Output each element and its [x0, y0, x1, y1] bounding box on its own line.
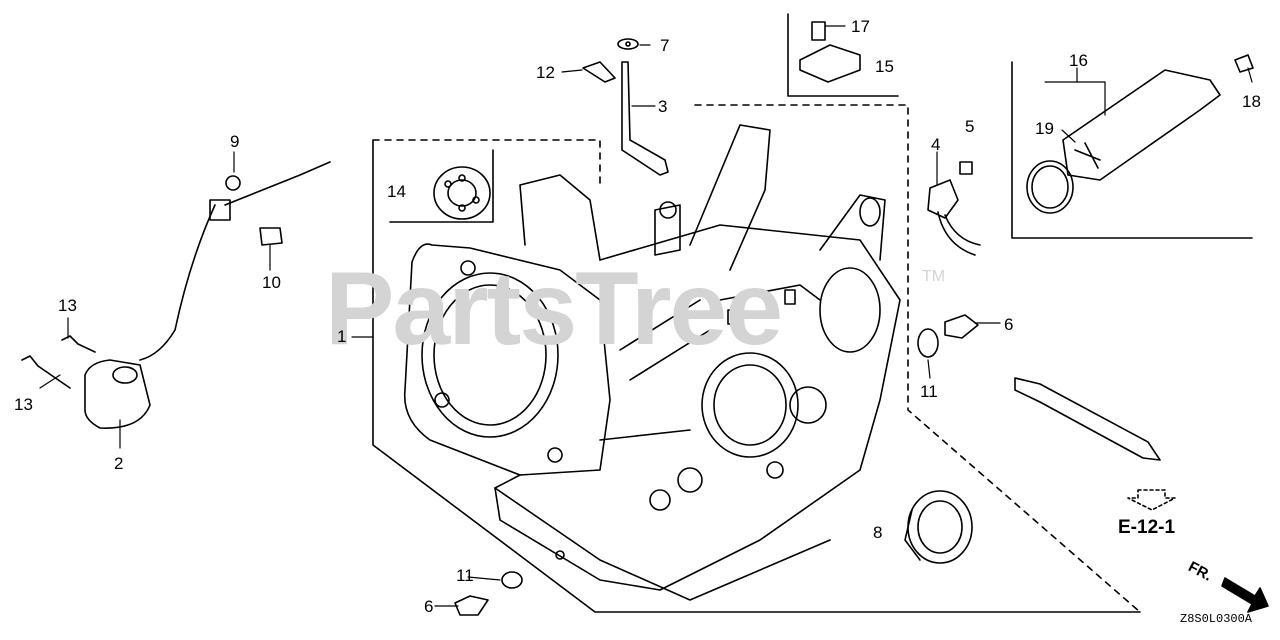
callout-3[interactable]: 3: [658, 97, 668, 116]
oil-switch-drawing: [927, 161, 981, 256]
reference-arrow: [1127, 489, 1176, 511]
crankcase-drawing: [403, 124, 901, 601]
callout-1[interactable]: 1: [337, 327, 347, 346]
callout-11-right[interactable]: 11: [920, 382, 938, 401]
oil-seal-drawing: [904, 490, 973, 564]
front-arrow-icon: [1221, 577, 1269, 613]
breather-drawing: [1026, 54, 1254, 214]
callout-15[interactable]: 15: [875, 57, 894, 76]
stud-bolt-drawing: [1014, 377, 1161, 461]
callout-4[interactable]: 4: [931, 135, 941, 154]
callout-6-right[interactable]: 6: [1004, 315, 1014, 334]
callout-5[interactable]: 5: [965, 117, 975, 136]
diagram-code: Z8S0L0300A: [1180, 612, 1253, 626]
bearing-drawing: [433, 166, 491, 220]
callout-18[interactable]: 18: [1242, 92, 1261, 111]
bolt-washer-right-drawing: [917, 314, 979, 358]
callout-8[interactable]: 8: [873, 523, 883, 542]
level-rod-drawing: [582, 38, 669, 176]
bracket-drawing: [799, 21, 861, 83]
reference-label[interactable]: E-12-1: [1118, 517, 1176, 538]
callout-14[interactable]: 14: [387, 182, 406, 201]
callout-17[interactable]: 17: [851, 17, 870, 36]
callout-6-bottom[interactable]: 6: [424, 597, 434, 616]
solenoid-drawing: [84, 161, 331, 429]
watermark: PartsTree: [325, 251, 783, 367]
group-outlines: [372, 13, 1253, 613]
callout-9[interactable]: 9: [230, 132, 240, 151]
bolt-washer-bottom-drawing: [454, 571, 523, 616]
callout-16[interactable]: 16: [1069, 51, 1088, 70]
callout-13-top[interactable]: 13: [58, 296, 77, 315]
callout-10[interactable]: 10: [262, 273, 281, 292]
callout-11-bottom[interactable]: 11: [456, 566, 474, 585]
callout-7[interactable]: 7: [660, 36, 670, 55]
leader-lines: [39, 25, 1253, 607]
bolts-13-drawing: [21, 335, 96, 389]
callout-19[interactable]: 19: [1035, 119, 1054, 138]
callout-12[interactable]: 12: [536, 63, 555, 82]
watermark-tm: TM: [922, 268, 946, 285]
callout-13-bottom[interactable]: 13: [14, 395, 33, 414]
callout-2[interactable]: 2: [114, 454, 124, 473]
